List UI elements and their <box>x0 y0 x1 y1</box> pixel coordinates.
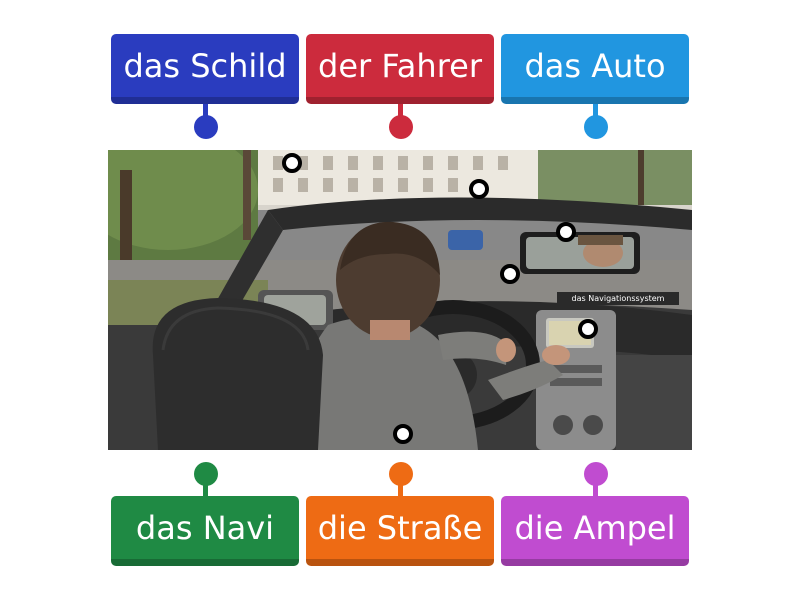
label-der-fahrer[interactable]: der Fahrer <box>306 34 494 104</box>
label-text: die Ampel <box>514 509 676 547</box>
label-das-schild[interactable]: das Schild <box>111 34 299 104</box>
marker-point[interactable] <box>556 222 576 242</box>
marker-point[interactable] <box>578 319 598 339</box>
label-text: der Fahrer <box>318 47 482 85</box>
label-text: die Straße <box>317 509 483 547</box>
label-text: das Auto <box>524 47 666 85</box>
marker-point[interactable] <box>500 264 520 284</box>
photo-caption: das Navigationssystem <box>557 292 679 305</box>
label-die-strasse[interactable]: die Straße <box>306 496 494 566</box>
label-das-auto[interactable]: das Auto <box>501 34 689 104</box>
connector-stem <box>398 474 403 498</box>
marker-point[interactable] <box>282 153 302 173</box>
label-das-navi[interactable]: das Navi <box>111 496 299 566</box>
marker-point[interactable] <box>393 424 413 444</box>
connector-stem <box>203 474 208 498</box>
connector-dot <box>389 115 413 139</box>
connector-dot <box>584 115 608 139</box>
connector-stem <box>593 474 598 498</box>
label-die-ampel[interactable]: die Ampel <box>501 496 689 566</box>
marker-point[interactable] <box>469 179 489 199</box>
label-text: das Schild <box>123 47 287 85</box>
label-text: das Navi <box>135 509 275 547</box>
connector-dot <box>194 115 218 139</box>
